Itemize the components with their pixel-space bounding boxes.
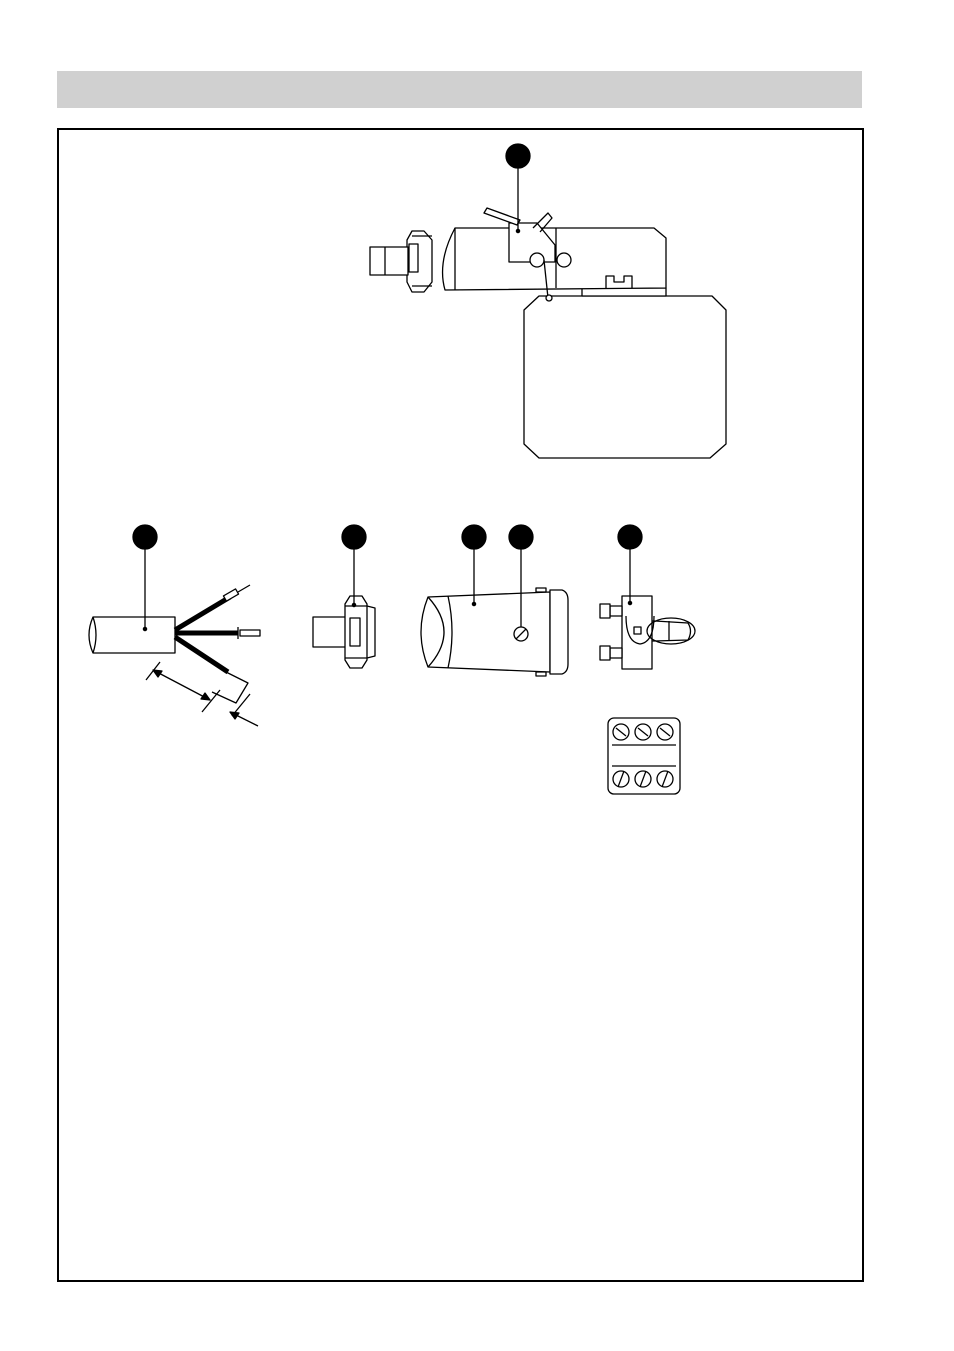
assembled-connector xyxy=(369,143,727,459)
callout-marker-nut xyxy=(341,524,367,550)
terminal-screw-row-top xyxy=(612,723,674,741)
device-body xyxy=(523,295,727,459)
callout-marker-insert xyxy=(617,524,643,550)
diagram-frame xyxy=(57,128,864,1282)
header-bar xyxy=(57,71,862,108)
latch-lever xyxy=(508,222,556,263)
contact-insert xyxy=(599,524,696,670)
callout-marker-screw xyxy=(508,524,534,550)
cable-end xyxy=(88,524,261,727)
connector-stub xyxy=(369,246,409,276)
terminal-screw-row-bottom xyxy=(612,770,674,788)
grommet-nut xyxy=(312,524,376,669)
connector-housing xyxy=(420,524,569,677)
callout-marker-housing xyxy=(461,524,487,550)
callout-marker-cable xyxy=(132,524,158,550)
connector-nut xyxy=(406,230,433,293)
terminal-block xyxy=(607,717,681,795)
callout-marker-assembled xyxy=(505,143,531,169)
